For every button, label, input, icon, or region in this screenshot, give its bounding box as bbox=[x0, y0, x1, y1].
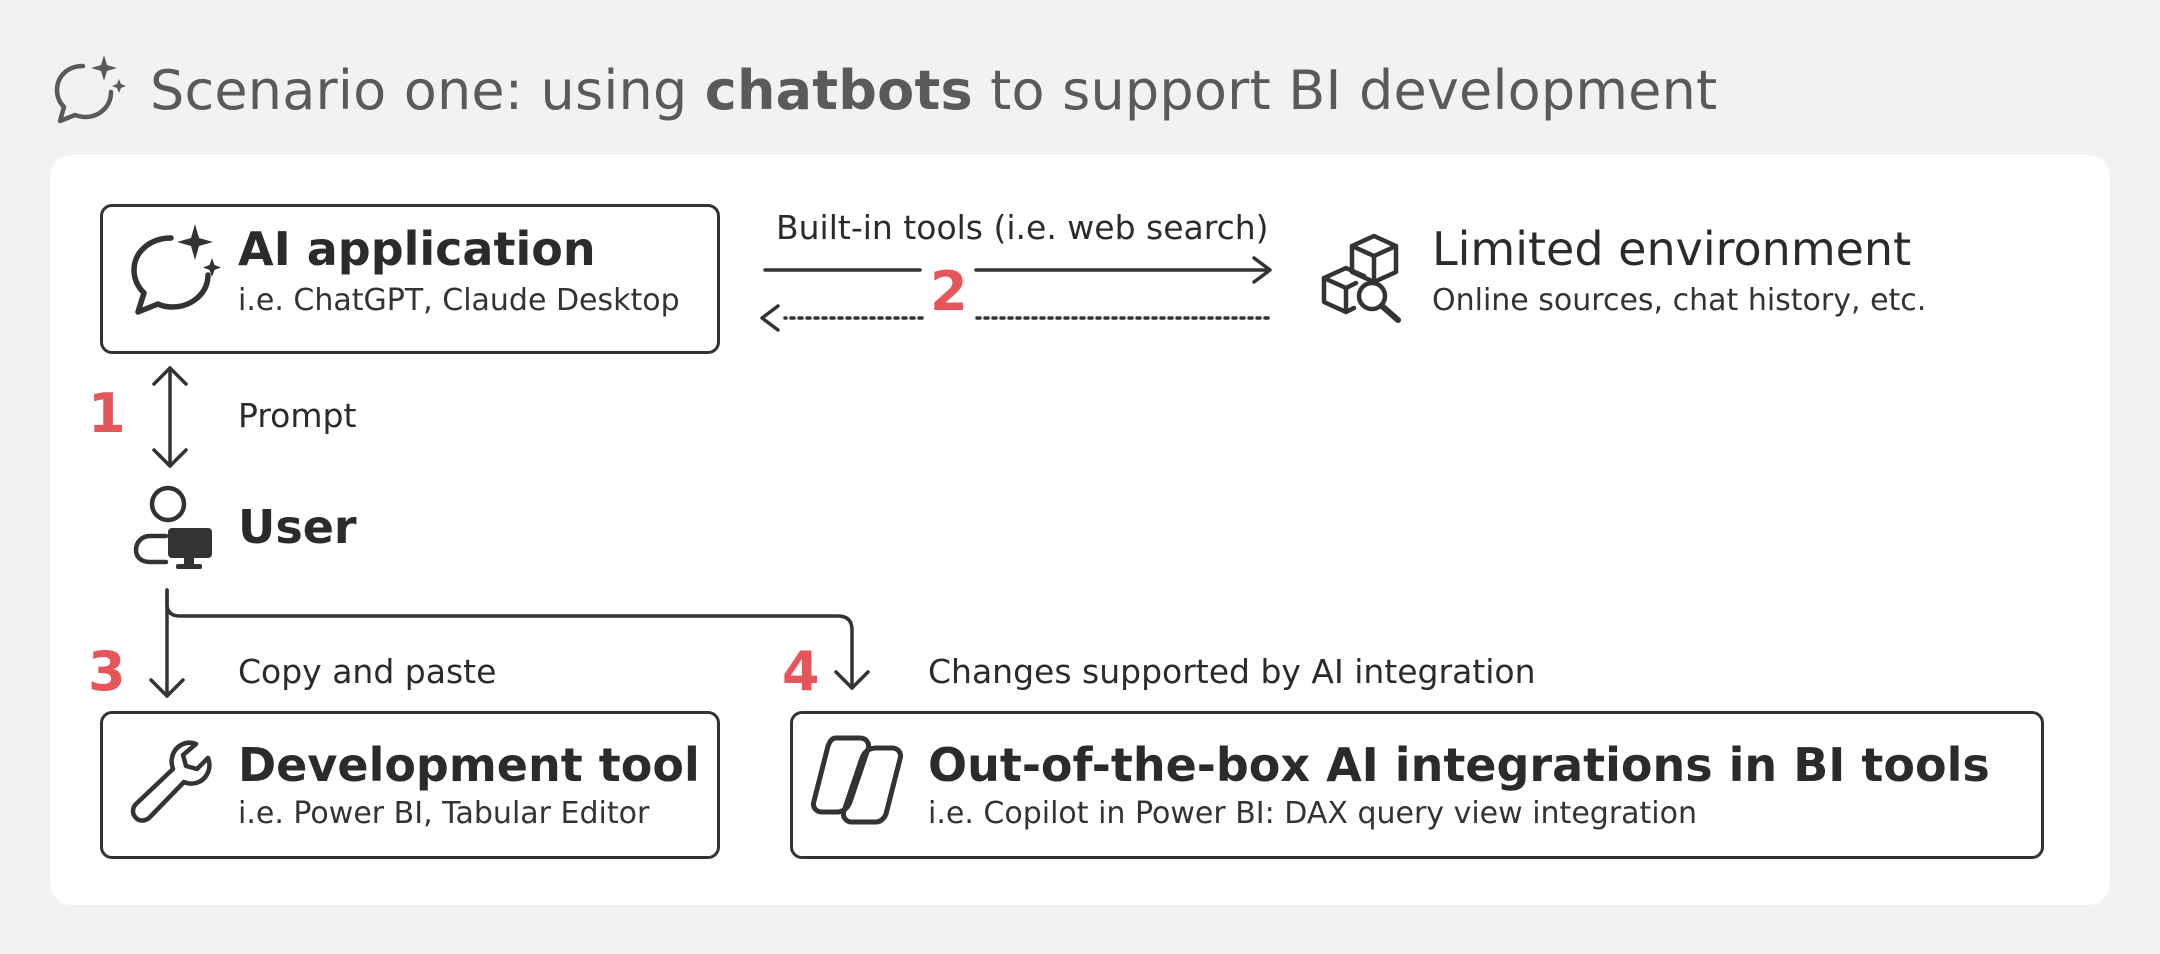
development-tool-subtitle: i.e. Power BI, Tabular Editor bbox=[238, 796, 650, 831]
limited-environment-title: Limited environment bbox=[1432, 222, 1912, 276]
page-title: Scenario one: using chatbots to support … bbox=[150, 58, 1718, 122]
ai-application-title: AI application bbox=[238, 222, 596, 276]
development-tool-node bbox=[100, 711, 720, 859]
step-number-3: 3 bbox=[88, 640, 126, 703]
bi-integration-subtitle: i.e. Copilot in Power BI: DAX query view… bbox=[928, 796, 1697, 831]
development-tool-title: Development tool bbox=[238, 738, 700, 792]
tools-label: Built-in tools (i.e. web search) bbox=[776, 208, 1269, 247]
step-number-1: 1 bbox=[88, 382, 126, 445]
limited-environment-subtitle: Online sources, chat history, etc. bbox=[1432, 283, 1927, 318]
cube-search-icon bbox=[1321, 233, 1401, 323]
chat-sparkle-icon bbox=[54, 55, 126, 124]
ai-changes-label: Changes supported by AI integration bbox=[928, 652, 1536, 691]
wrench-icon bbox=[130, 740, 212, 823]
person-monitor-icon bbox=[133, 485, 212, 569]
user-title: User bbox=[238, 500, 357, 554]
ai-application-node bbox=[100, 204, 720, 354]
step-number-4: 4 bbox=[782, 640, 820, 703]
step-number-2: 2 bbox=[930, 260, 968, 323]
header: Scenario one: using chatbots to support … bbox=[50, 50, 1717, 130]
bi-integration-node bbox=[790, 711, 2044, 859]
copilot-icon bbox=[811, 735, 903, 825]
bi-integration-title: Out-of-the-box AI integrations in BI too… bbox=[928, 738, 1990, 792]
chat-sparkle-icon bbox=[131, 224, 221, 315]
ai-application-subtitle: i.e. ChatGPT, Claude Desktop bbox=[238, 283, 680, 318]
prompt-label: Prompt bbox=[238, 396, 357, 435]
copy-paste-label: Copy and paste bbox=[238, 652, 497, 691]
